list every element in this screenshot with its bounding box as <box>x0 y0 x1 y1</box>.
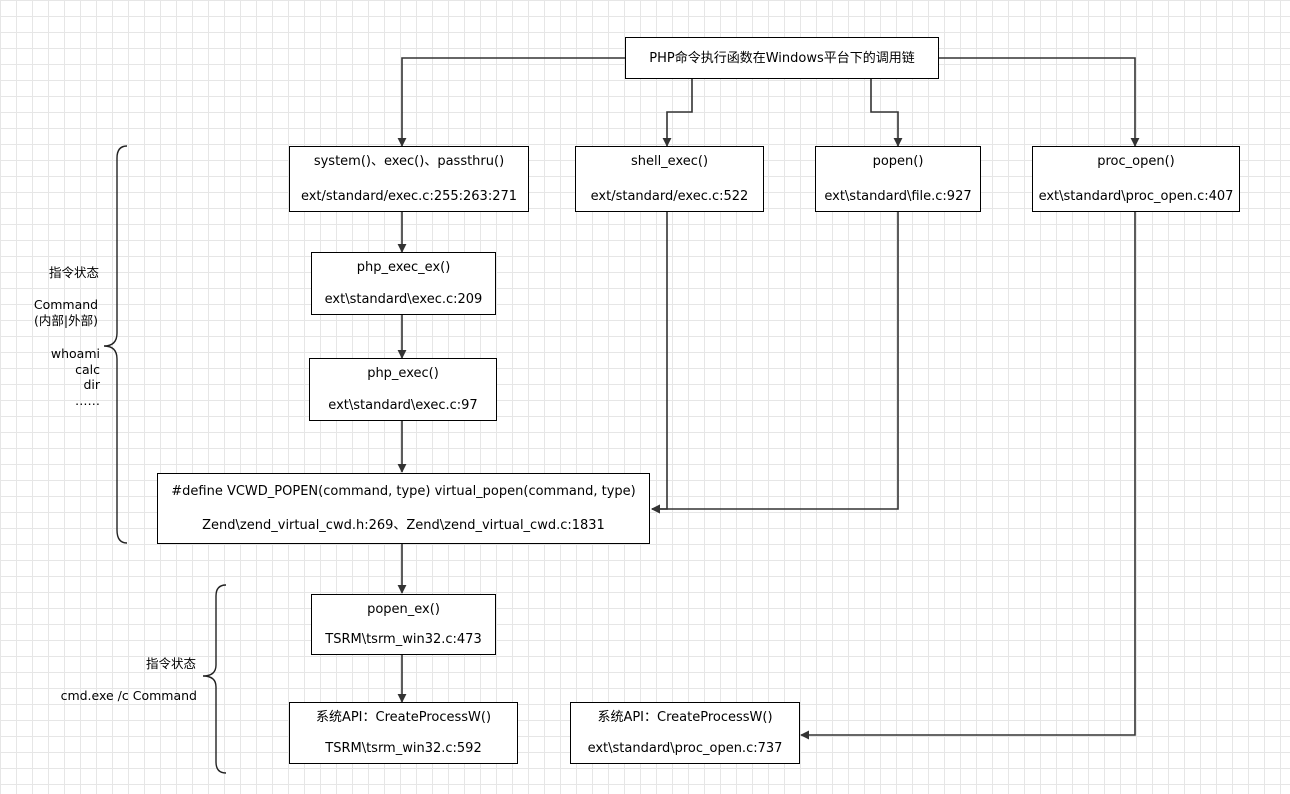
upper-annotation-example: dir <box>83 377 100 392</box>
chain-node-php-exec-ex: php_exec_ex() ext\standard\exec.c:209 <box>311 252 496 315</box>
node-name: proc_open() <box>1097 154 1175 169</box>
node-name: 系统API：CreateProcessW() <box>315 710 492 725</box>
node-location: TSRM\tsrm_win32.c:473 <box>325 632 482 647</box>
node-location: Zend\zend_virtual_cwd.h:269、Zend\zend_vi… <box>202 518 605 533</box>
node-location: ext\standard\file.c:927 <box>824 189 972 204</box>
edge-shell-exec-to-vcwd-popen <box>651 211 668 514</box>
edge-popen-to-vcwd-popen <box>651 211 899 514</box>
node-name: #define VCWD_POPEN(command, type) virtua… <box>171 484 636 499</box>
chain-node-popen-ex: popen_ex() TSRM\tsrm_win32.c:473 <box>311 594 496 655</box>
edge-title-to-proc-open <box>938 57 1140 147</box>
lower-annotation-command: cmd.exe /c Command <box>60 688 197 703</box>
node-name: 系统API：CreateProcessW() <box>597 710 773 725</box>
node-name: shell_exec() <box>630 154 709 169</box>
diagram-title-box: PHP命令执行函数在Windows平台下的调用链 <box>625 37 939 79</box>
node-name: php_exec() <box>367 366 439 381</box>
node-location: ext\standard\exec.c:209 <box>324 292 483 307</box>
diagram-title: PHP命令执行函数在Windows平台下的调用链 <box>649 50 915 66</box>
node-location: ext/standard/exec.c:255:263:271 <box>300 189 518 204</box>
edge-title-to-system <box>397 57 626 147</box>
edge-title-to-popen <box>870 78 903 147</box>
proc-open-createprocessw-node: 系统API：CreateProcessW() ext\standard\proc… <box>570 702 800 764</box>
node-name: php_exec_ex() <box>356 260 451 275</box>
function-node-popen: popen() ext\standard\file.c:927 <box>815 146 981 212</box>
edge-title-to-shell-exec <box>662 78 693 147</box>
function-node-proc-open: proc_open() ext\standard\proc_open.c:407 <box>1032 146 1240 212</box>
upper-annotation-command-type: (内部|外部) <box>34 313 98 328</box>
chain-node-vcwd-popen: #define VCWD_POPEN(command, type) virtua… <box>157 473 650 544</box>
node-location: ext\standard\exec.c:97 <box>328 398 478 413</box>
upper-annotation-example: calc <box>75 362 100 377</box>
upper-annotation-example: whoami <box>50 346 100 361</box>
edge-proc-open-to-createprocess <box>800 211 1136 740</box>
upper-annotation-heading: 指令状态 <box>48 265 99 280</box>
upper-annotation-command: Command <box>33 297 99 312</box>
upper-curly-brace <box>103 145 128 544</box>
chain-node-php-exec: php_exec() ext\standard\exec.c:97 <box>309 358 497 421</box>
function-node-system: system()、exec()、passthru() ext/standard/… <box>289 146 529 212</box>
function-node-shell-exec: shell_exec() ext/standard/exec.c:522 <box>575 146 764 212</box>
lower-curly-brace <box>202 584 227 774</box>
chain-node-createprocessw-tsrm: 系统API：CreateProcessW() TSRM\tsrm_win32.c… <box>289 702 518 764</box>
node-name: popen() <box>872 154 924 169</box>
node-name: popen_ex() <box>367 602 440 617</box>
node-name: system()、exec()、passthru() <box>313 154 505 169</box>
node-location: ext\standard\proc_open.c:737 <box>587 741 783 756</box>
upper-annotation-example: …… <box>75 393 100 408</box>
node-location: ext\standard\proc_open.c:407 <box>1038 189 1234 204</box>
node-location: TSRM\tsrm_win32.c:592 <box>325 741 482 756</box>
lower-annotation-heading: 指令状态 <box>145 656 196 671</box>
node-location: ext/standard/exec.c:522 <box>590 189 749 204</box>
